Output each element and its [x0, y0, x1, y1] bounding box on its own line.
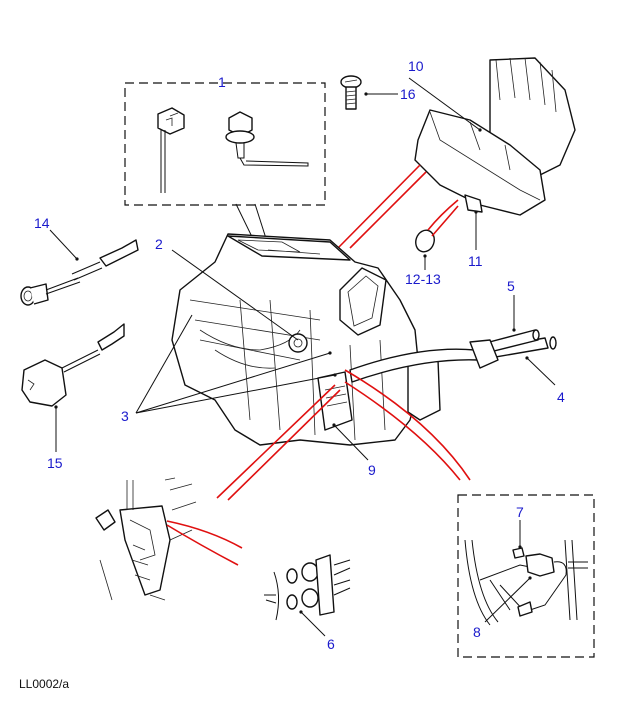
fittings-part-6: [264, 554, 351, 621]
detail-box-1: [124, 82, 326, 206]
callout-8[interactable]: 8: [473, 624, 481, 640]
callout-4[interactable]: 4: [557, 389, 565, 405]
callout-10[interactable]: 10: [408, 58, 424, 74]
callout-2[interactable]: 2: [155, 236, 163, 252]
callout-9[interactable]: 9: [368, 462, 376, 478]
callout-15[interactable]: 15: [47, 455, 63, 471]
connector-part-14: [20, 239, 139, 306]
detail-sensor-7-8: [464, 539, 588, 626]
callout-6[interactable]: 6: [327, 636, 335, 652]
housing-part-10: [414, 57, 576, 216]
callout-12-13[interactable]: 12-13: [405, 271, 441, 287]
sensor-probe-b: [225, 111, 309, 167]
callout-5[interactable]: 5: [507, 278, 515, 294]
callout-7[interactable]: 7: [516, 504, 524, 520]
callout-14[interactable]: 14: [34, 215, 50, 231]
callout-3[interactable]: 3: [121, 408, 129, 424]
callout-16[interactable]: 16: [400, 86, 416, 102]
detail-box-7-8: [457, 494, 595, 658]
o-ring-part-12-13: [415, 229, 435, 253]
detail-vent: [95, 477, 197, 601]
pipes-part-4-5: [349, 329, 557, 383]
heater-unit: [171, 233, 441, 446]
diagram-reference-code: LL0002/a: [19, 677, 70, 691]
screw-part-16: [340, 75, 362, 110]
callout-11[interactable]: 11: [468, 253, 483, 269]
sensor-part-15: [21, 323, 125, 407]
sensor-probe-a: [157, 107, 185, 193]
callout-1[interactable]: 1: [218, 74, 226, 90]
